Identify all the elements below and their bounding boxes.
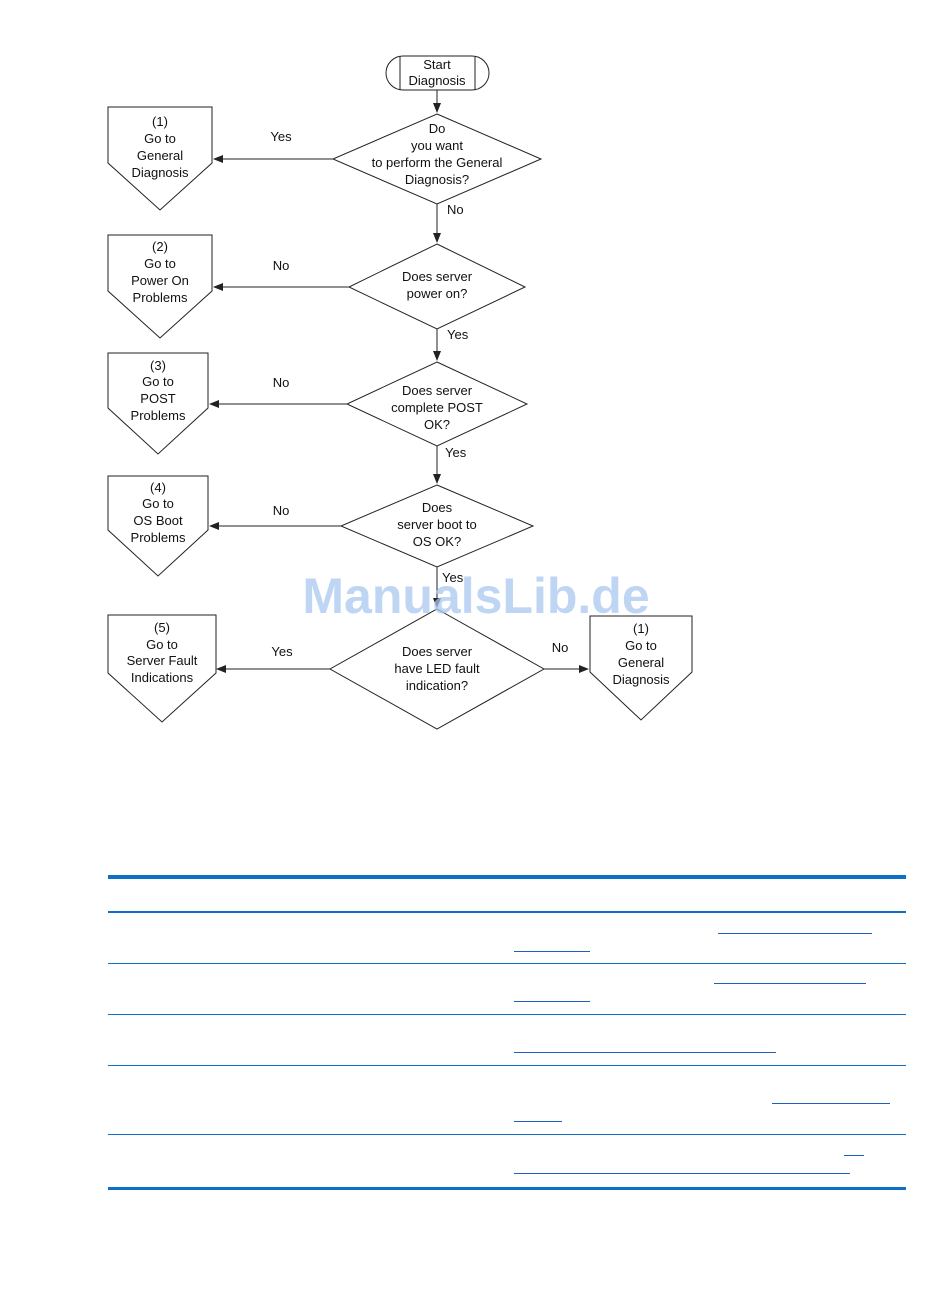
link-underline[interactable] [514, 1121, 562, 1122]
connector-text: (1) [152, 114, 168, 129]
start-terminator: Start Diagnosis [385, 55, 490, 91]
decision-post: Does server complete POST OK? [345, 361, 529, 447]
connector-text: Go to [144, 256, 176, 271]
decision-text: server boot to [397, 517, 477, 532]
decision-os-boot: Does server boot to OS OK? [339, 484, 535, 568]
connector-text: Go to [625, 638, 657, 653]
connector-text: (3) [150, 358, 166, 373]
connector-text: Problems [131, 408, 186, 423]
offpage-connector-4: (4) Go to OS Boot Problems [107, 475, 209, 577]
connector-text: (5) [154, 620, 170, 635]
table-row [108, 1015, 906, 1066]
decision-text: OK? [424, 417, 450, 432]
link-underline[interactable] [718, 933, 872, 934]
decision-text: Does [422, 500, 453, 515]
start-text-2: Diagnosis [408, 73, 466, 88]
offpage-connector-2: (2) Go to Power On Problems [107, 234, 213, 339]
branch-label-yes: Yes [270, 129, 292, 144]
offpage-connector-1-right: (1) Go to General Diagnosis [589, 615, 693, 721]
link-underline[interactable] [714, 983, 866, 984]
connector-text: Power On [131, 273, 189, 288]
table-bottom-rule [108, 1187, 906, 1190]
connector-text: Go to [146, 637, 178, 652]
reference-table [108, 875, 906, 1190]
link-underline[interactable] [514, 951, 590, 952]
decision-text: Does server [402, 644, 473, 659]
connector-text: (1) [633, 621, 649, 636]
link-underline[interactable] [514, 1001, 590, 1002]
connector-text: POST [140, 391, 175, 406]
troubleshooting-flowchart: Start Diagnosis Do you want to perform t… [107, 55, 693, 730]
branch-label-no: No [273, 258, 290, 273]
connector-text: (4) [150, 480, 166, 495]
decision-text: OS OK? [413, 534, 461, 549]
connector-text: OS Boot [133, 513, 183, 528]
branch-label-yes: Yes [271, 644, 293, 659]
link-underline[interactable] [514, 1173, 850, 1174]
decision-text: indication? [406, 678, 468, 693]
table-row [108, 964, 906, 1015]
connector-text: General [137, 148, 183, 163]
connector-text: Server Fault [127, 653, 198, 668]
decision-general-diagnosis: Do you want to perform the General Diagn… [331, 113, 543, 205]
start-text-1: Start [423, 57, 451, 72]
connector-text: General [618, 655, 664, 670]
table-row [108, 1066, 906, 1135]
link-underline[interactable] [772, 1103, 890, 1104]
branch-label-no: No [552, 640, 569, 655]
decision-text: have LED fault [394, 661, 480, 676]
decision-text: Does server [402, 269, 473, 284]
branch-label-no: No [447, 202, 464, 217]
table-header-row [108, 879, 906, 913]
branch-label-yes: Yes [445, 445, 467, 460]
decision-text: complete POST [391, 400, 483, 415]
offpage-connector-1: (1) Go to General Diagnosis [107, 106, 213, 211]
table-row [108, 913, 906, 964]
connector-text: Problems [131, 530, 186, 545]
decision-led-fault: Does server have LED fault indication? [328, 608, 546, 730]
decision-text: Does server [402, 383, 473, 398]
link-underline[interactable] [844, 1155, 864, 1156]
connector-text: Go to [142, 374, 174, 389]
branch-label-yes: Yes [447, 327, 469, 342]
branch-label-no: No [273, 503, 290, 518]
connector-text: Problems [133, 290, 188, 305]
decision-text: Do [429, 121, 446, 136]
link-underline[interactable] [514, 1052, 776, 1053]
decision-text: to perform the General [372, 155, 503, 170]
decision-text: you want [411, 138, 463, 153]
connector-text: Indications [131, 670, 194, 685]
connector-text: Go to [144, 131, 176, 146]
decision-text: Diagnosis? [405, 172, 469, 187]
watermark: ManualsLib.de [302, 568, 649, 624]
branch-label-yes: Yes [442, 570, 464, 585]
connector-text: Diagnosis [131, 165, 189, 180]
connector-text: (2) [152, 239, 168, 254]
offpage-connector-3: (3) Go to POST Problems [107, 352, 209, 455]
offpage-connector-5: (5) Go to Server Fault Indications [107, 614, 217, 723]
branch-label-no: No [273, 375, 290, 390]
connector-text: Go to [142, 496, 174, 511]
connector-text: Diagnosis [612, 672, 670, 687]
table-top-rule [108, 875, 906, 879]
table-row [108, 1135, 906, 1188]
decision-text: power on? [407, 286, 468, 301]
decision-power-on: Does server power on? [347, 243, 527, 330]
